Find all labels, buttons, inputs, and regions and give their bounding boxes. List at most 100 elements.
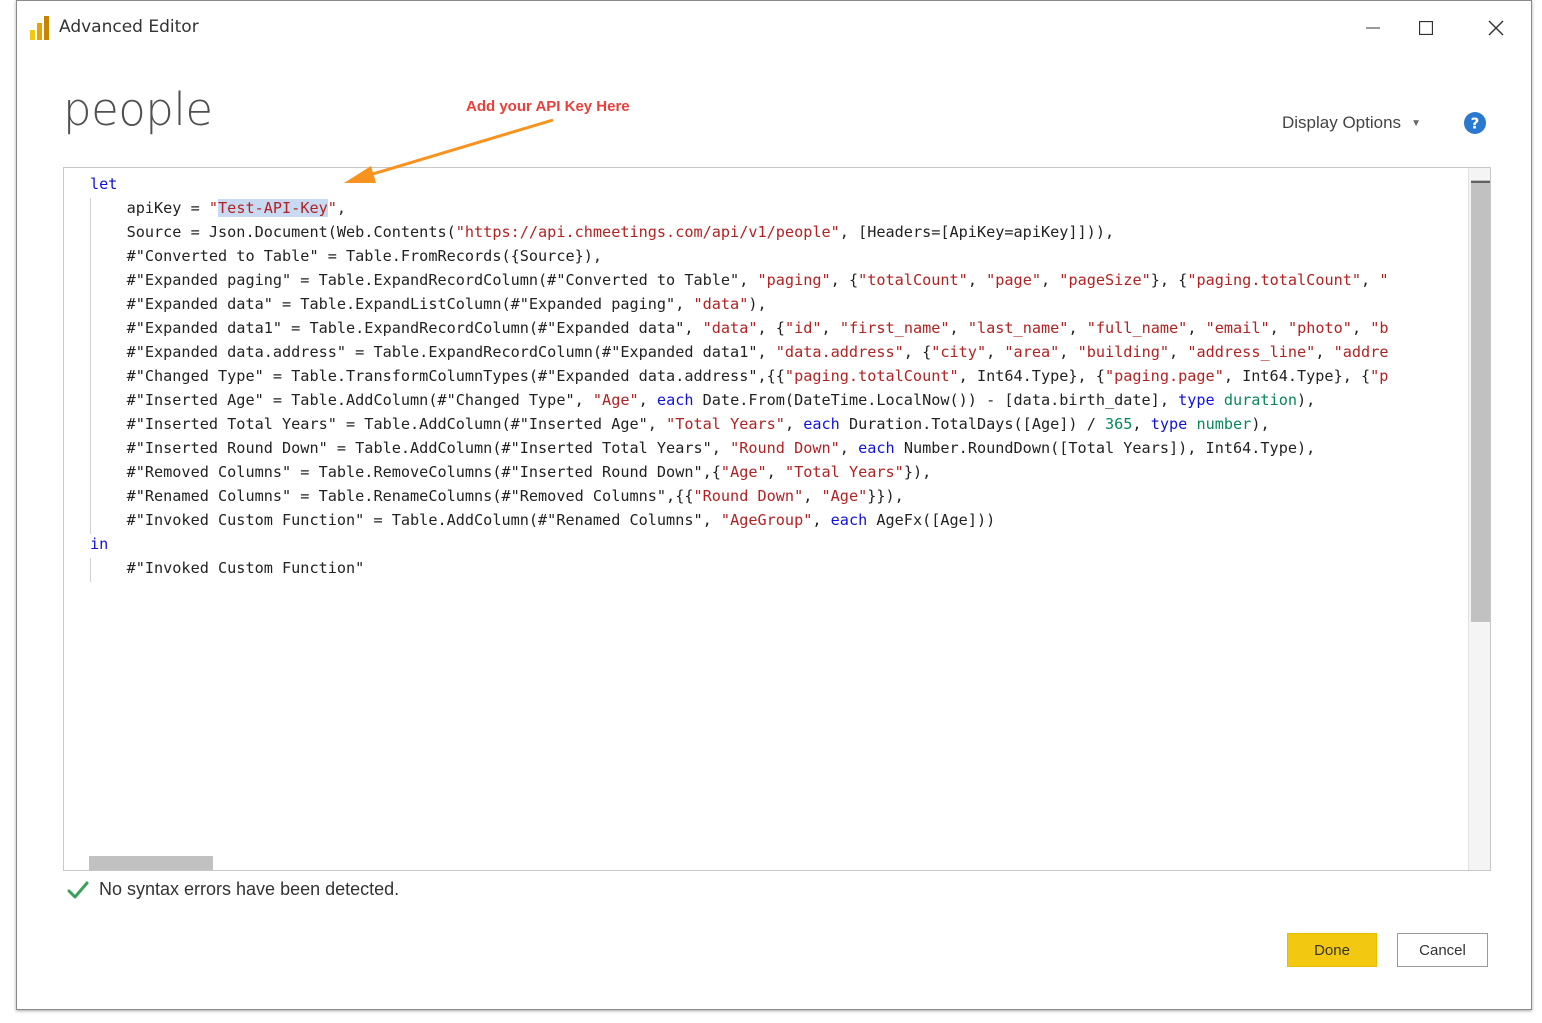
- code-token: "address_line": [1187, 343, 1316, 361]
- code-line[interactable]: #"Inserted Total Years" = Table.AddColum…: [90, 412, 1468, 436]
- code-token: #"Invoked Custom Function": [90, 559, 365, 577]
- code-token: , Int64.Type}, {: [958, 367, 1105, 385]
- code-token: "paging.totalCount": [1187, 271, 1362, 289]
- chevron-down-icon: ▼: [1411, 117, 1421, 129]
- title-bar[interactable]: Advanced Editor: [17, 1, 1531, 53]
- code-line[interactable]: #"Invoked Custom Function": [90, 556, 1468, 580]
- close-icon[interactable]: [1476, 11, 1516, 45]
- code-token: "email": [1205, 319, 1270, 337]
- query-name-heading: people: [63, 83, 213, 136]
- code-token: "addre: [1333, 343, 1389, 361]
- syntax-status: No syntax errors have been detected.: [67, 879, 399, 900]
- code-token: "https://api.chmeetings.com/api/v1/peopl…: [455, 223, 840, 241]
- code-token: ": [1379, 271, 1389, 289]
- code-token: Source = Json.Document(Web.Contents(: [90, 223, 456, 241]
- code-token: , {: [830, 271, 859, 289]
- code-token: "totalCount": [858, 271, 968, 289]
- code-token: "page": [986, 271, 1041, 289]
- code-token: ,: [1315, 343, 1334, 361]
- code-token: ,: [1361, 271, 1380, 289]
- svg-text:?: ?: [1471, 115, 1480, 133]
- window-title: Advanced Editor: [59, 17, 199, 37]
- code-token: "paging": [757, 271, 831, 289]
- code-token: , Int64.Type}, {: [1223, 367, 1371, 385]
- code-token: Number.RoundDown([Total Years]), Int64.T…: [894, 439, 1316, 457]
- code-token: ,: [336, 199, 347, 217]
- code-token: "city": [931, 343, 987, 361]
- code-token: ,: [1269, 319, 1288, 337]
- code-line[interactable]: #"Expanded data1" = Table.ExpandRecordCo…: [90, 316, 1468, 340]
- code-line[interactable]: #"Inserted Round Down" = Table.AddColumn…: [90, 436, 1468, 460]
- code-token: "Round Down": [730, 439, 840, 457]
- code-token: ,: [803, 487, 822, 505]
- code-token: "first_name": [839, 319, 950, 337]
- selected-api-key-text: Test-API-Key: [218, 199, 328, 217]
- code-line[interactable]: Source = Json.Document(Web.Contents("htt…: [90, 220, 1468, 244]
- code-line[interactable]: in: [90, 532, 1468, 556]
- annotation-text: Add your API Key Here: [466, 98, 630, 115]
- display-options-dropdown[interactable]: Display Options ▼: [1282, 113, 1421, 133]
- display-options-label: Display Options: [1282, 113, 1402, 132]
- code-line[interactable]: #"Changed Type" = Table.TransformColumnT…: [90, 364, 1468, 388]
- code-line[interactable]: #"Expanded data" = Table.ExpandListColum…: [90, 292, 1468, 316]
- code-token: #"Inserted Age" = Table.AddColumn(#"Chan…: [90, 391, 593, 409]
- code-line[interactable]: #"Inserted Age" = Table.AddColumn(#"Chan…: [90, 388, 1468, 412]
- code-line[interactable]: apiKey = "Test-API-Key",: [90, 196, 1468, 220]
- code-token: ,: [1041, 271, 1060, 289]
- code-token: "Age": [592, 391, 639, 409]
- code-line[interactable]: #"Invoked Custom Function" = Table.AddCo…: [90, 508, 1468, 532]
- code-token: "Age": [821, 487, 868, 505]
- code-token: let: [90, 175, 118, 193]
- code-token: "data": [702, 319, 758, 337]
- code-line[interactable]: #"Removed Columns" = Table.RemoveColumns…: [90, 460, 1468, 484]
- code-token: ,: [1169, 343, 1188, 361]
- maximize-icon[interactable]: [1406, 11, 1446, 45]
- code-token: AgeFx([Age])): [867, 511, 996, 529]
- code-token: ,: [1351, 319, 1371, 337]
- done-button[interactable]: Done: [1287, 933, 1377, 967]
- power-bi-icon: [30, 16, 50, 40]
- code-token: ": [208, 199, 219, 217]
- code-token: type: [1150, 415, 1188, 433]
- code-token: , {: [757, 319, 785, 337]
- code-token: "pageSize": [1059, 271, 1151, 289]
- code-line[interactable]: #"Converted to Table" = Table.FromRecord…: [90, 244, 1468, 268]
- code-token: ),: [748, 295, 767, 313]
- code-token: #"Expanded data.address" = Table.ExpandR…: [90, 343, 776, 361]
- advanced-editor-window: Advanced Editor people Display Options ▼…: [16, 0, 1532, 1010]
- cancel-button[interactable]: Cancel: [1397, 933, 1488, 967]
- code-token: ,: [1132, 415, 1151, 433]
- code-token: ,: [821, 319, 840, 337]
- code-token: type: [1178, 391, 1215, 409]
- help-icon[interactable]: ?: [1463, 111, 1487, 135]
- code-token: ,: [1059, 343, 1078, 361]
- code-line[interactable]: #"Expanded data.address" = Table.ExpandR…: [90, 340, 1468, 364]
- code-token: "Round Down": [693, 487, 804, 505]
- scroll-position-marker: [1471, 181, 1490, 183]
- code-text-area[interactable]: let apiKey = "Test-API-Key", Source = Js…: [90, 172, 1468, 832]
- code-token: "last_name": [967, 319, 1069, 337]
- vertical-scroll-thumb[interactable]: [1471, 180, 1490, 622]
- vertical-scrollbar[interactable]: [1468, 168, 1490, 870]
- code-token: "photo": [1287, 319, 1352, 337]
- code-token: ,: [638, 391, 657, 409]
- code-token: "Total Years": [784, 463, 904, 481]
- code-line[interactable]: let: [90, 172, 1468, 196]
- minimize-icon[interactable]: [1353, 11, 1393, 45]
- code-token: #"Invoked Custom Function" = Table.AddCo…: [90, 511, 721, 529]
- horizontal-scroll-thumb[interactable]: [89, 856, 213, 870]
- code-editor[interactable]: let apiKey = "Test-API-Key", Source = Js…: [63, 167, 1491, 871]
- horizontal-scrollbar[interactable]: [64, 854, 1468, 870]
- code-token: #"Removed Columns" = Table.RemoveColumns…: [90, 463, 721, 481]
- code-token: "area": [1004, 343, 1060, 361]
- code-token: ,: [967, 271, 987, 289]
- code-token: [1215, 391, 1224, 409]
- code-token: ,: [986, 343, 1005, 361]
- code-token: "p: [1370, 367, 1389, 385]
- code-token: duration: [1223, 391, 1298, 409]
- code-token: ,: [839, 439, 859, 457]
- code-token: ,: [766, 463, 785, 481]
- code-line[interactable]: #"Expanded paging" = Table.ExpandRecordC…: [90, 268, 1468, 292]
- code-line[interactable]: #"Renamed Columns" = Table.RenameColumns…: [90, 484, 1468, 508]
- code-token: #"Converted to Table" = Table.FromRecord…: [90, 247, 603, 265]
